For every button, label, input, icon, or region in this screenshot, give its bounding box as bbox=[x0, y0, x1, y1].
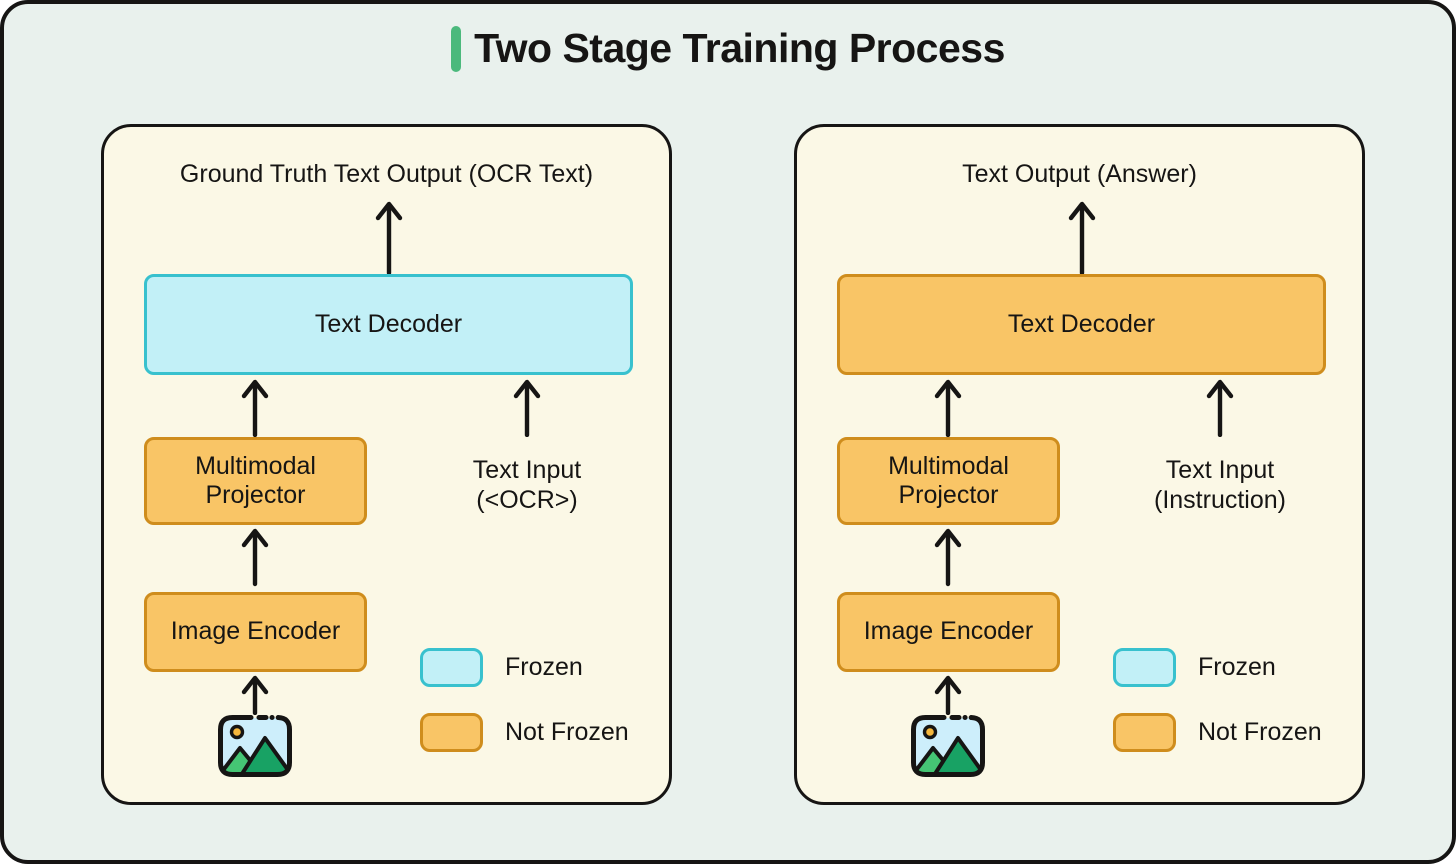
frozen-swatch bbox=[420, 648, 483, 687]
frozen-swatch bbox=[1113, 648, 1176, 687]
arrow-up-icon bbox=[1067, 199, 1097, 275]
image-icon bbox=[911, 714, 986, 778]
multimodal-projector-label: Multimodal Projector bbox=[888, 451, 1009, 510]
title: Two Stage Training Process bbox=[4, 26, 1452, 72]
text-input-line1: Text Input bbox=[1165, 456, 1275, 484]
image-encoder-box: Image Encoder bbox=[837, 592, 1060, 672]
text-decoder-box: Text Decoder bbox=[144, 274, 633, 375]
legend-label: Not Frozen bbox=[505, 718, 629, 746]
multimodal-projector-label: Multimodal Projector bbox=[195, 451, 316, 510]
text-input-line1: Text Input bbox=[472, 456, 582, 484]
text-decoder-box: Text Decoder bbox=[837, 274, 1326, 375]
arrow-up-icon bbox=[374, 199, 404, 275]
text-input-line2: (Instruction) bbox=[1154, 486, 1286, 514]
text-decoder-label: Text Decoder bbox=[1007, 309, 1156, 338]
legend-label: Frozen bbox=[1198, 653, 1276, 681]
arrow-up-icon bbox=[240, 673, 270, 715]
arrow-up-icon bbox=[933, 377, 963, 437]
title-accent-bar bbox=[451, 26, 462, 72]
page-title: Two Stage Training Process bbox=[474, 25, 1005, 72]
stage2-output-label: Text Output (Answer) bbox=[962, 160, 1197, 188]
image-encoder-box: Image Encoder bbox=[144, 592, 367, 672]
legend-item-frozen: Frozen bbox=[420, 648, 583, 687]
legend-item-not-frozen: Not Frozen bbox=[1113, 713, 1322, 752]
panel-stage1: Ground Truth Text Output (OCR Text) Text… bbox=[101, 124, 672, 805]
legend-item-not-frozen: Not Frozen bbox=[420, 713, 629, 752]
arrow-up-icon bbox=[933, 673, 963, 715]
stage1-output-label: Ground Truth Text Output (OCR Text) bbox=[179, 160, 594, 188]
not-frozen-swatch bbox=[1113, 713, 1176, 752]
text-input-line2: (<OCR>) bbox=[476, 486, 578, 514]
arrow-up-icon bbox=[1205, 377, 1235, 437]
legend-label: Frozen bbox=[505, 653, 583, 681]
legend-label: Not Frozen bbox=[1198, 718, 1322, 746]
multimodal-projector-box: Multimodal Projector bbox=[144, 437, 367, 525]
image-encoder-label: Image Encoder bbox=[863, 617, 1034, 646]
arrow-up-icon bbox=[240, 526, 270, 588]
text-input-node: Text Input (<OCR>) bbox=[417, 455, 637, 515]
image-icon bbox=[218, 714, 293, 778]
image-encoder-label: Image Encoder bbox=[170, 617, 341, 646]
not-frozen-swatch bbox=[420, 713, 483, 752]
arrow-up-icon bbox=[240, 377, 270, 437]
text-input-node: Text Input (Instruction) bbox=[1110, 455, 1330, 515]
panel-stage2: Text Output (Answer) Text Decoder Multim… bbox=[794, 124, 1365, 805]
arrow-up-icon bbox=[512, 377, 542, 437]
text-decoder-label: Text Decoder bbox=[314, 309, 463, 338]
multimodal-projector-box: Multimodal Projector bbox=[837, 437, 1060, 525]
arrow-up-icon bbox=[933, 526, 963, 588]
legend-item-frozen: Frozen bbox=[1113, 648, 1276, 687]
